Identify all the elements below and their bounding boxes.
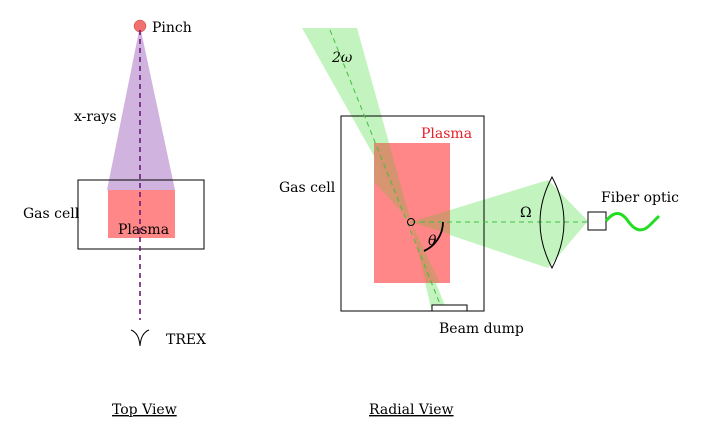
radial-view-title: Radial View — [369, 402, 454, 418]
beam-dump — [431, 304, 468, 312]
top-view: Pinch x-rays Gas cell Plasma TREX Top Vi… — [23, 19, 206, 418]
xray-cone — [107, 26, 175, 190]
top-plasma-label: Plasma — [118, 222, 169, 238]
beam-2omega-label: 2ω — [331, 50, 353, 66]
radial-gas-cell — [340, 115, 485, 312]
beam-plasma-overlap-lower — [411, 222, 440, 283]
radial-gas-cell-label: Gas cell — [279, 180, 336, 196]
top-view-title: Top View — [112, 402, 177, 418]
lens-icon — [539, 175, 565, 270]
beam-dump-label: Beam dump — [439, 321, 524, 337]
fiber-box — [587, 211, 607, 231]
top-plasma — [108, 190, 175, 238]
xrays-label: x-rays — [74, 109, 117, 125]
top-gas-cell — [77, 179, 205, 250]
radial-view: 2ω Plasma Gas cell Ω θ Fiber optic Beam … — [279, 28, 679, 418]
theta-arc — [423, 221, 444, 252]
radial-plasma-label: Plasma — [421, 126, 472, 142]
pinch-label: Pinch — [152, 20, 192, 36]
theta-label: θ — [428, 233, 437, 249]
top-gas-cell-label: Gas cell — [23, 206, 80, 222]
omega-label: Ω — [520, 205, 532, 221]
focal-point — [407, 218, 415, 226]
beam-plasma-overlap-upper — [374, 143, 411, 222]
focus-cone — [548, 180, 588, 268]
fiber-optic-line — [604, 212, 661, 232]
beam-axis-line — [329, 29, 441, 305]
collection-cone — [411, 180, 548, 268]
trex-eye-icon — [130, 329, 150, 347]
trex-label: TREX — [166, 332, 206, 348]
fiber-optic-label: Fiber optic — [601, 190, 679, 206]
